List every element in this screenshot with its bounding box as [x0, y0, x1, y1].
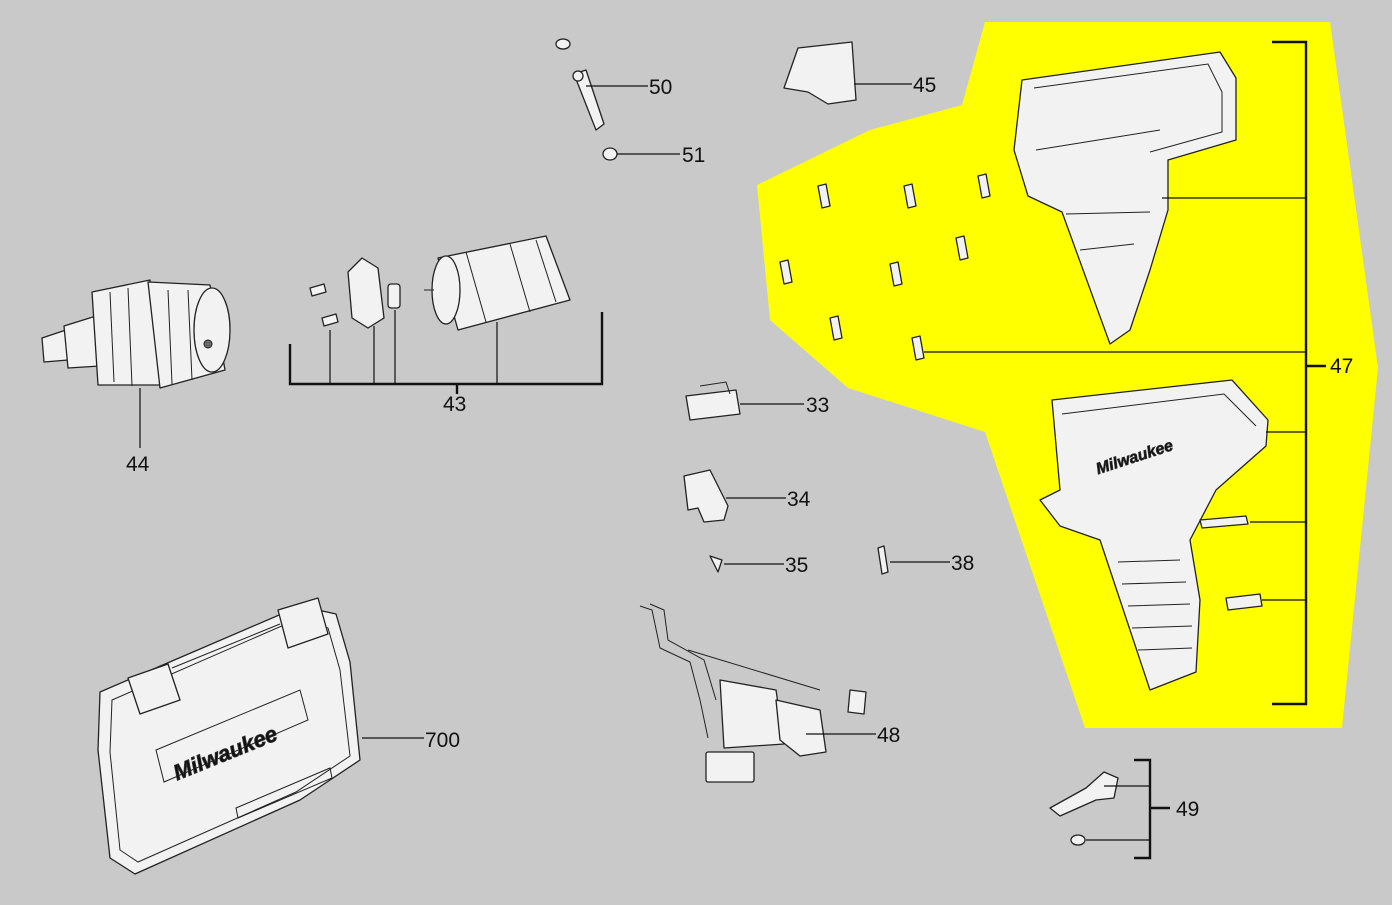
callout-33: 33 — [806, 394, 829, 417]
part-35-spring[interactable] — [709, 555, 723, 573]
callout-43: 43 — [443, 393, 466, 416]
callout-34: 34 — [787, 488, 811, 511]
part-49-trigger[interactable] — [1049, 771, 1119, 846]
callout-49: 49 — [1176, 798, 1199, 821]
part-51-screw[interactable] — [602, 147, 618, 161]
part-50-clip[interactable] — [555, 38, 605, 131]
part-33-switch[interactable] — [685, 381, 741, 421]
callout-48: 48 — [877, 724, 900, 747]
part-47-badges[interactable] — [1199, 515, 1263, 611]
part-45-label[interactable] — [783, 41, 857, 105]
part-47-screws[interactable] — [779, 173, 991, 361]
part-44-gearbox-chuck[interactable] — [41, 279, 231, 389]
callout-47: 47 — [1330, 355, 1353, 378]
part-47-housing-left-half[interactable] — [1013, 51, 1237, 345]
callout-44: 44 — [126, 453, 150, 476]
callout-45: 45 — [913, 74, 936, 97]
bracket-49 — [1086, 758, 1170, 860]
callout-35: 35 — [785, 554, 808, 577]
callout-38: 38 — [951, 552, 974, 575]
part-43-motor-assembly[interactable] — [309, 235, 571, 331]
part-34-slide[interactable] — [683, 469, 729, 523]
callout-700: 700 — [425, 729, 460, 752]
part-48-switch-wiring[interactable] — [639, 603, 867, 783]
part-47-housing-right-half[interactable]: Milwaukee — [1039, 379, 1269, 691]
callout-50: 50 — [649, 76, 672, 99]
bracket-47 — [924, 40, 1326, 706]
bracket-43 — [288, 310, 604, 394]
part-38-pin[interactable] — [877, 545, 889, 575]
callout-51: 51 — [682, 144, 705, 167]
part-700-carry-case[interactable]: Milwaukee — [97, 597, 361, 875]
